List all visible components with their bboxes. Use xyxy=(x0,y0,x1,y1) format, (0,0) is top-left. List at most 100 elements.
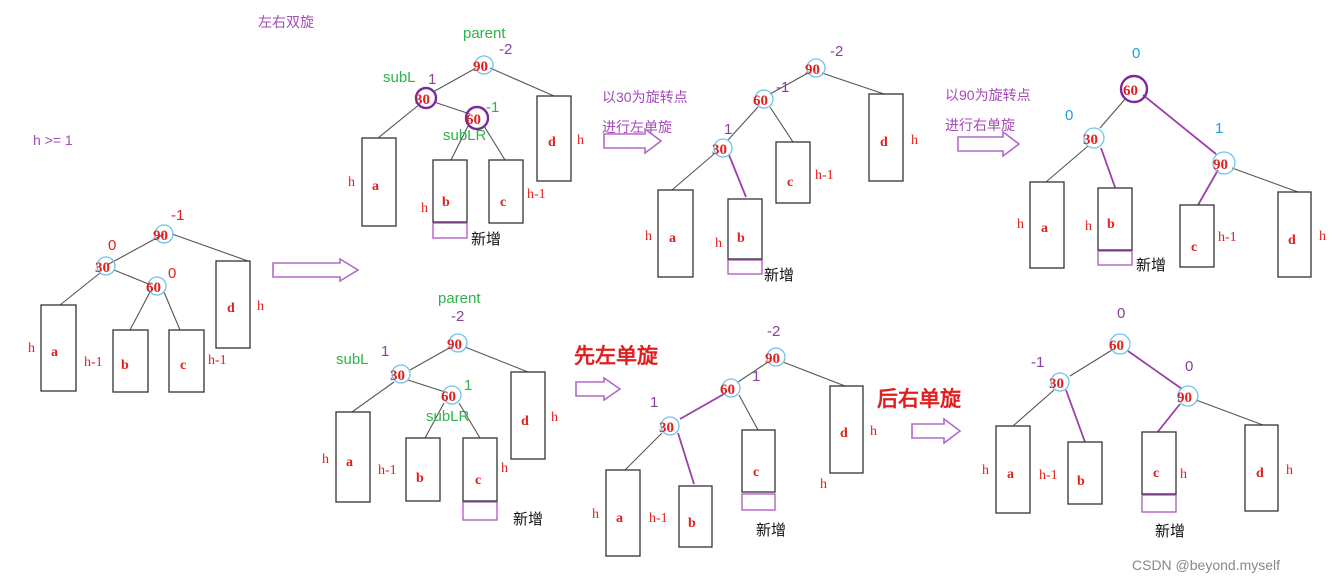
balance-factor: 0 xyxy=(108,237,116,254)
subtree-d: d xyxy=(829,385,864,474)
subtree-d: d xyxy=(1244,424,1279,512)
subtree-d: d xyxy=(868,93,904,182)
svg-text:90: 90 xyxy=(447,337,462,353)
diagram-title: 左右双旋 xyxy=(258,14,314,30)
subtree-c: c xyxy=(1179,204,1215,268)
subtree-b: b xyxy=(112,329,149,393)
tree-node-90: 90 xyxy=(447,333,468,353)
svg-text:b: b xyxy=(1077,474,1085,489)
svg-text:d: d xyxy=(880,135,888,150)
balance-factor: -2 xyxy=(499,41,512,58)
height-label: h xyxy=(911,133,918,148)
subtree-b: b xyxy=(405,437,441,502)
svg-text:90: 90 xyxy=(1177,390,1192,406)
subtree-c: c xyxy=(775,141,811,204)
tree-node-30: 30 xyxy=(659,416,680,436)
tree-bottom-after-right: 60 30 90 0 -1 0 a b c d h h-1 h h 新增 xyxy=(982,305,1293,540)
label-parent: parent xyxy=(463,25,506,42)
subtree-d: d xyxy=(215,260,251,349)
svg-text:b: b xyxy=(416,471,424,486)
step1-label-line2: 进行左单旋 xyxy=(602,119,672,135)
subtree-a: a xyxy=(40,304,77,392)
height-label: h-1 xyxy=(208,353,227,368)
tree-top-insert: 90 30 60 -2 1 -1 parent subL subLR a b c… xyxy=(348,25,584,248)
tree-node-30: 30 xyxy=(414,86,438,110)
svg-text:a: a xyxy=(616,511,623,526)
height-label: h xyxy=(348,175,355,190)
tree-top-after-left: 90 60 30 -2 -1 1 a b c d h h h-1 h 新增 xyxy=(645,43,918,284)
balance-factor: 1 xyxy=(752,368,760,385)
tree-node-30: 30 xyxy=(712,138,733,158)
svg-text:b: b xyxy=(737,231,745,246)
balance-factor: -2 xyxy=(451,308,464,325)
height-label: h-1 xyxy=(378,463,397,478)
height-label: h-1 xyxy=(1218,230,1237,245)
balance-factor: 0 xyxy=(1132,45,1140,62)
balance-factor: -1 xyxy=(1031,354,1044,371)
svg-text:c: c xyxy=(753,465,759,480)
balance-factor: 1 xyxy=(724,121,732,138)
height-label: h xyxy=(257,299,264,314)
subtree-c: c xyxy=(741,429,776,493)
tree-node-60: 60 xyxy=(720,378,741,398)
height-label: h xyxy=(1017,217,1024,232)
label-first-left-rotation: 先左单旋 xyxy=(574,344,659,368)
svg-text:c: c xyxy=(1153,466,1159,481)
svg-text:90: 90 xyxy=(473,59,488,75)
transition-arrow xyxy=(272,257,360,283)
tree-initial: 90 30 60 -1 0 0 a b c d h h-1 h-1 h xyxy=(28,207,264,393)
svg-text:30: 30 xyxy=(712,142,727,158)
height-label: h xyxy=(1319,229,1326,244)
label-new-node: 新增 xyxy=(1155,523,1185,540)
subtree-a: a xyxy=(605,469,641,557)
svg-text:d: d xyxy=(840,426,848,441)
label-new-node: 新增 xyxy=(1136,257,1166,274)
bottom-step2-arrow xyxy=(911,417,962,445)
height-label: h xyxy=(715,236,722,251)
tree-top-after-right: 60 30 90 0 0 1 a b c d h h h-1 h 新增 xyxy=(1017,45,1326,278)
svg-text:60: 60 xyxy=(720,382,735,398)
svg-text:c: c xyxy=(475,473,481,488)
svg-text:d: d xyxy=(548,135,556,150)
svg-text:b: b xyxy=(121,358,129,373)
svg-text:90: 90 xyxy=(153,228,168,244)
svg-text:a: a xyxy=(669,231,676,246)
height-label: h-1 xyxy=(1039,468,1058,483)
subtree-b: b xyxy=(1067,441,1103,505)
svg-text:60: 60 xyxy=(1109,338,1124,354)
subtree-b: b xyxy=(678,485,713,548)
step1-label-line1: 以30为旋转点 xyxy=(602,89,688,105)
new-node-box xyxy=(1141,494,1177,513)
svg-text:b: b xyxy=(1107,217,1115,232)
svg-text:c: c xyxy=(1191,240,1197,255)
svg-text:a: a xyxy=(51,345,58,360)
tree-bottom-insert: 90 30 60 -2 1 1 parent subL subLR a b c … xyxy=(322,290,558,528)
subtree-c: c xyxy=(462,437,498,502)
height-label: h xyxy=(645,229,652,244)
height-label: h xyxy=(501,461,508,476)
svg-text:30: 30 xyxy=(390,368,405,384)
svg-text:d: d xyxy=(227,301,235,316)
tree-node-60: 60 xyxy=(753,89,774,109)
balance-factor: 1 xyxy=(1215,120,1223,137)
new-node-box xyxy=(741,493,776,511)
subtree-a: a xyxy=(657,189,694,278)
balance-factor: -2 xyxy=(767,323,780,340)
height-label: h xyxy=(592,507,599,522)
label-new-node: 新增 xyxy=(471,231,501,248)
label-subLR: subLR xyxy=(426,408,470,425)
balance-factor: 0 xyxy=(1065,107,1073,124)
tree-node-60: 60 xyxy=(441,385,462,405)
svg-text:90: 90 xyxy=(765,351,780,367)
step2-label-line2: 进行右单旋 xyxy=(945,117,1015,133)
tree-node-30: 30 xyxy=(390,364,411,384)
subtree-c: c xyxy=(168,329,205,393)
step2-label-line1: 以90为旋转点 xyxy=(945,87,1031,103)
balance-factor: -1 xyxy=(171,207,184,224)
label-new-node: 新增 xyxy=(756,522,786,539)
subtree-c: c xyxy=(1141,431,1177,495)
svg-text:60: 60 xyxy=(466,112,481,128)
svg-text:60: 60 xyxy=(146,280,161,296)
tree-node-60: 60 xyxy=(146,276,167,296)
